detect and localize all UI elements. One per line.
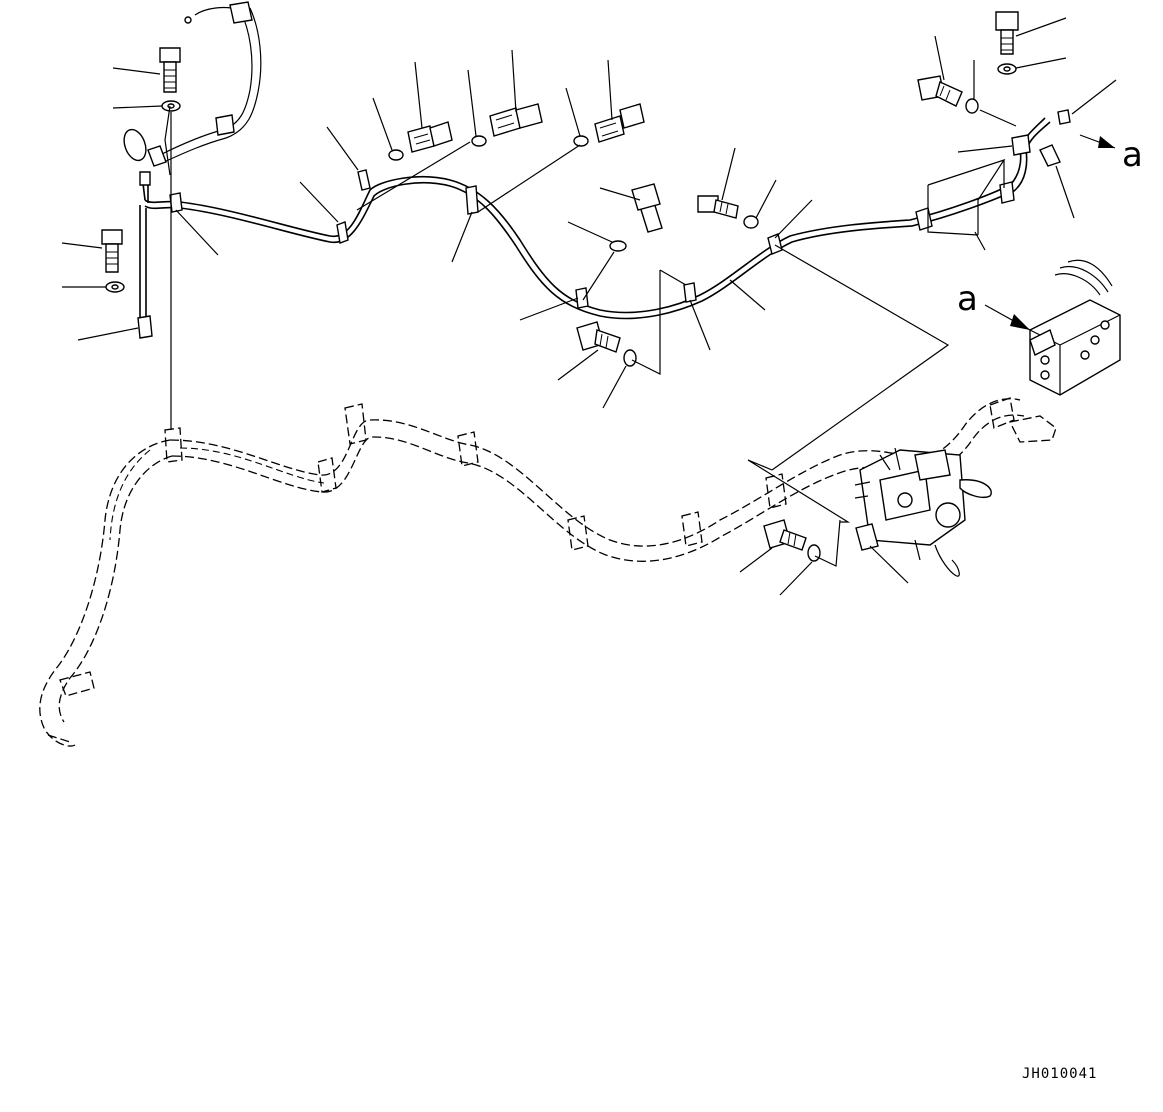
- upper-left-hose: [123, 1, 262, 186]
- leader-lines: [61, 17, 1117, 596]
- reference-label-a-top: a: [1122, 135, 1143, 175]
- control-valve-block: [1029, 259, 1121, 396]
- drawing-code: JH010041: [1022, 1066, 1098, 1082]
- valve-block: [854, 447, 992, 577]
- reference-label-a-left: a: [957, 279, 978, 319]
- fasteners: [101, 11, 1071, 562]
- brake-tube: [139, 117, 1051, 320]
